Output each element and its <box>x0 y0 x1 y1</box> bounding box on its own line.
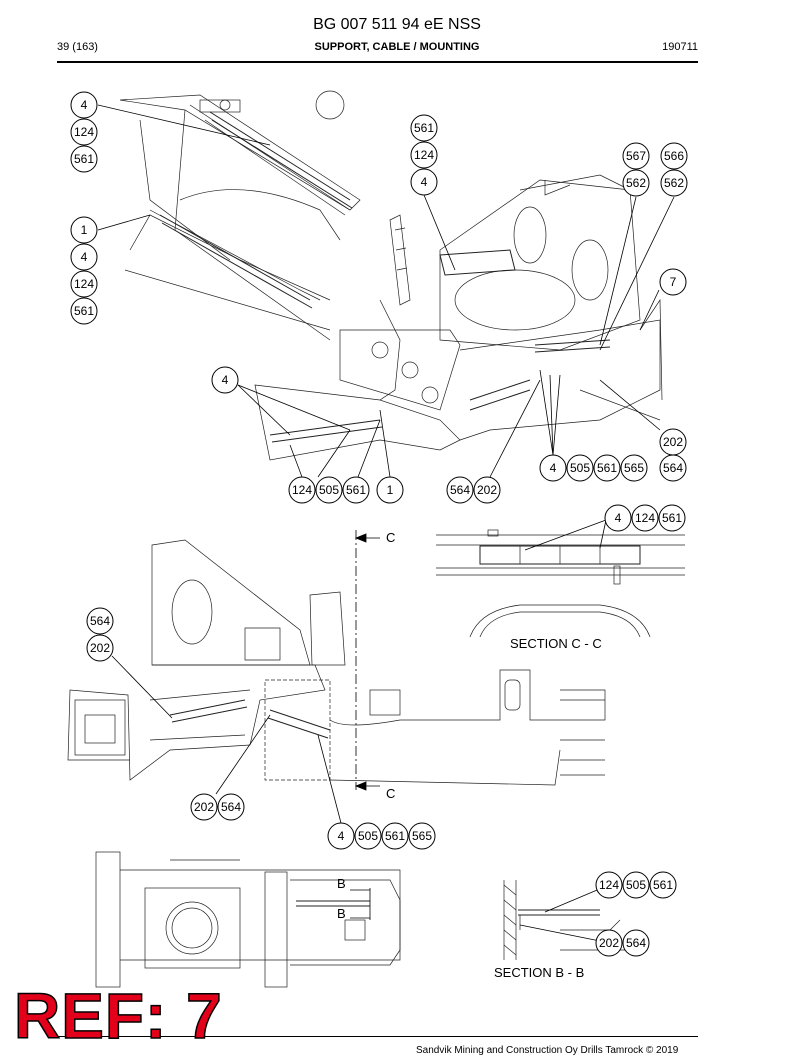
callout-number: 505 <box>570 461 590 475</box>
section-cc-view <box>436 529 685 638</box>
callout-number: 567 <box>626 149 646 163</box>
isometric-view <box>119 90 663 461</box>
document-date: 190711 <box>662 41 698 53</box>
callout-number: 561 <box>653 878 673 892</box>
section-bb-label: SECTION B - B <box>494 965 584 980</box>
section-b-top-marker: B <box>337 876 346 891</box>
callout-number: 124 <box>635 511 655 525</box>
callout-number: 4 <box>222 373 229 387</box>
callout-number: 202 <box>477 483 497 497</box>
callout-number: 7 <box>670 275 677 289</box>
callout-number: 202 <box>90 641 110 655</box>
callout-number: 1 <box>81 223 88 237</box>
document-number: BG 007 511 94 eE NSS <box>313 16 481 33</box>
leader-lines-top <box>97 104 675 478</box>
callout-number: 564 <box>663 461 683 475</box>
callout-number: 124 <box>74 125 94 139</box>
callout-number: 202 <box>599 936 619 950</box>
section-labels: SECTION C - C SECTION B - B C C B B <box>337 530 602 980</box>
callout-number: 561 <box>74 304 94 318</box>
bottom-plan-view <box>95 851 401 988</box>
header-rule <box>57 61 698 63</box>
callout-number: 4 <box>550 461 557 475</box>
page-subject: SUPPORT, CABLE / MOUNTING <box>314 41 480 53</box>
callout-number: 4 <box>81 250 88 264</box>
callout-number: 4 <box>338 829 345 843</box>
section-b-bottom-marker: B <box>337 906 346 921</box>
section-line-bb <box>350 888 371 920</box>
callout-number: 564 <box>450 483 470 497</box>
callout-number: 505 <box>319 483 339 497</box>
callout-number: 561 <box>346 483 366 497</box>
callout-number: 505 <box>358 829 378 843</box>
middle-plan-view <box>67 539 606 786</box>
callout-bubbles <box>70 91 688 957</box>
callout-number: 564 <box>221 800 241 814</box>
callout-number: 124 <box>74 277 94 291</box>
section-c-top-marker: C <box>386 530 395 545</box>
callout-number: 562 <box>626 176 646 190</box>
footer-copyright: Sandvik Mining and Construction Oy Drill… <box>416 1045 679 1056</box>
callout-number: 565 <box>624 461 644 475</box>
section-c-bottom-marker: C <box>386 786 395 801</box>
ref-stamp: REF: 7 <box>13 980 223 1052</box>
footer-rule <box>57 1036 698 1037</box>
callout-number: 4 <box>81 98 88 112</box>
callout-number: 565 <box>412 829 432 843</box>
callout-number: 124 <box>414 148 434 162</box>
leader-lines-mid <box>111 655 342 824</box>
callout-texts: 4 124 561 1 4 124 561 561 124 4 567 566 … <box>74 98 684 950</box>
callout-number: 4 <box>615 511 622 525</box>
callout-number: 566 <box>664 149 684 163</box>
callout-number: 562 <box>664 176 684 190</box>
leader-lines-bb <box>519 884 611 944</box>
callout-number: 561 <box>597 461 617 475</box>
callout-number: 202 <box>194 800 214 814</box>
section-line-cc <box>354 530 380 791</box>
callout-number: 561 <box>385 829 405 843</box>
callout-number: 564 <box>626 936 646 950</box>
callout-number: 561 <box>414 121 434 135</box>
page-number: 39 (163) <box>57 41 98 53</box>
section-cc-label: SECTION C - C <box>510 636 602 651</box>
callout-number: 564 <box>90 614 110 628</box>
section-bb-view <box>503 880 640 960</box>
callout-number: 124 <box>599 878 619 892</box>
callout-number: 505 <box>626 878 646 892</box>
callout-number: 202 <box>663 435 683 449</box>
callout-number: 1 <box>387 483 394 497</box>
callout-number: 561 <box>74 152 94 166</box>
callout-number: 124 <box>292 483 312 497</box>
leader-lines-cc <box>524 519 607 551</box>
callout-number: 4 <box>421 175 428 189</box>
callout-number: 561 <box>662 511 682 525</box>
